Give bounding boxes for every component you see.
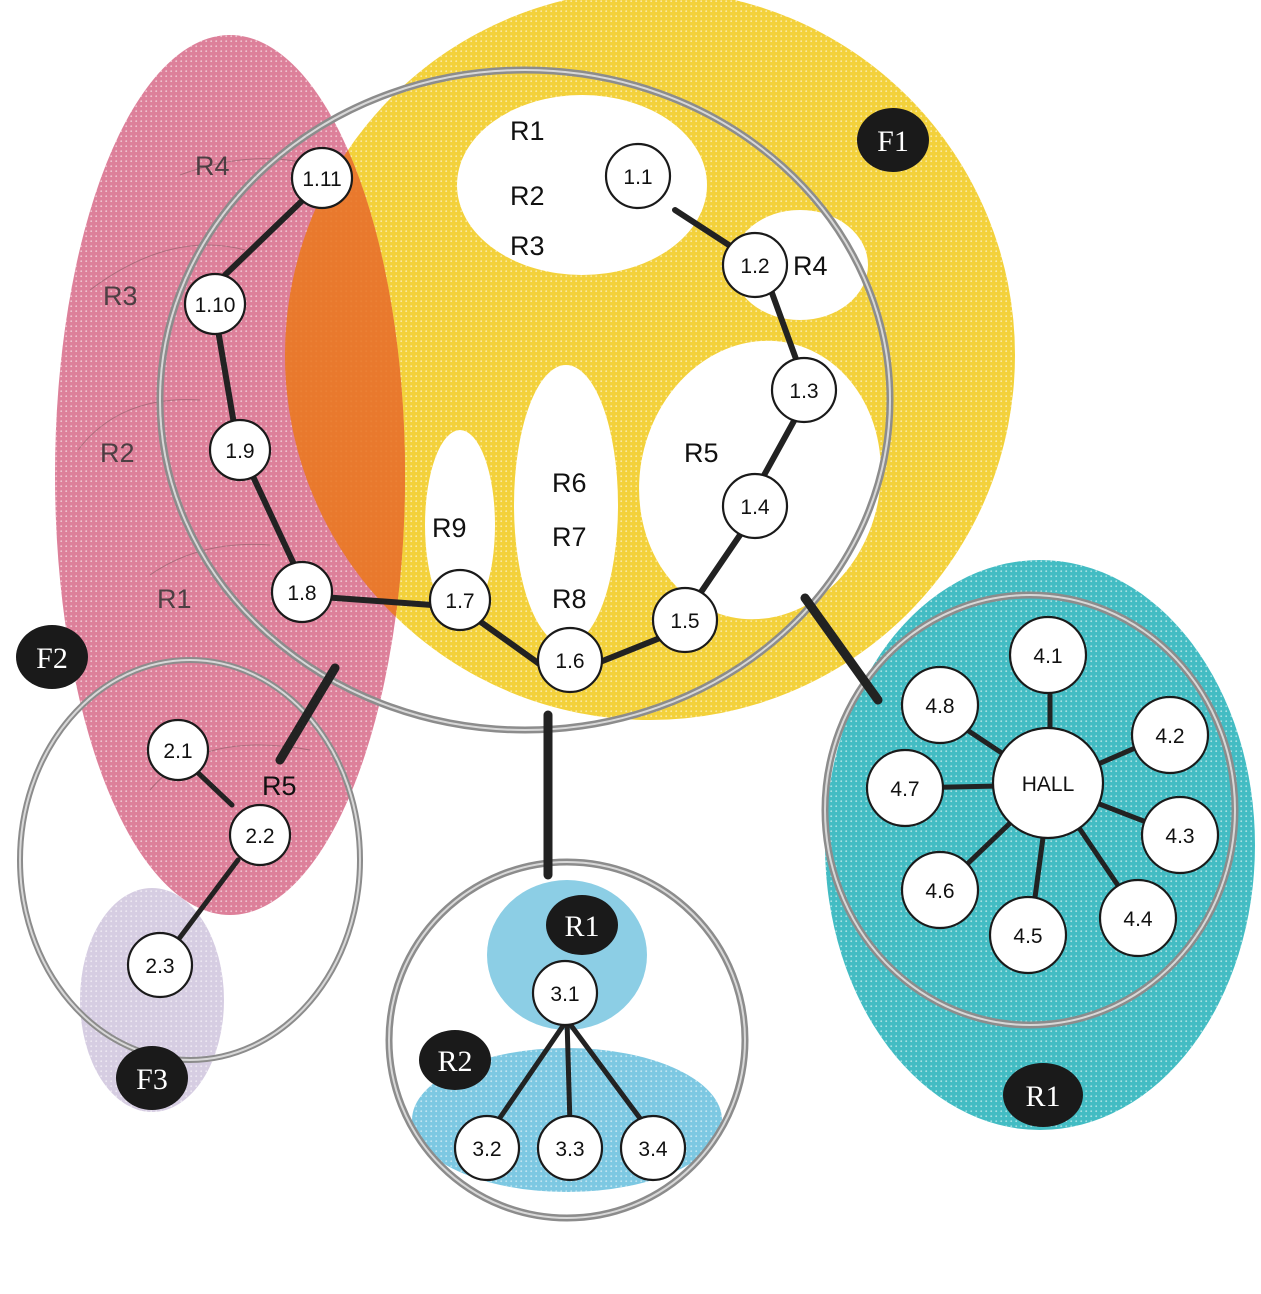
node-1-2: 1.2 [721,231,789,299]
badge-f1: F1 [857,108,929,172]
svg-text:4.6: 4.6 [925,880,954,903]
badge-f2: F2 [16,625,88,689]
node-3-2: 3.2 [453,1114,521,1182]
svg-text:1.11: 1.11 [302,168,341,191]
svg-text:4.5: 4.5 [1013,925,1042,948]
badge-r1-center: R1 [546,895,618,955]
zone-label-f1-r6: R6 [552,468,587,498]
hall-node: HALL [991,726,1105,840]
svg-text:2.2: 2.2 [245,825,274,848]
svg-text:4.2: 4.2 [1155,725,1184,748]
zone-label-f2-r1: R1 [157,584,192,614]
svg-text:R2: R2 [437,1045,472,1078]
svg-text:1.3: 1.3 [789,380,818,403]
svg-text:3.4: 3.4 [638,1138,668,1161]
node-1-7: 1.7 [428,568,492,632]
svg-text:3.2: 3.2 [472,1138,501,1161]
zone-r9-white [425,430,495,620]
zone-label-f1-r9: R9 [432,513,467,543]
node-1-6: 1.6 [536,626,604,694]
svg-text:2.3: 2.3 [145,955,174,978]
svg-text:4.8: 4.8 [925,695,954,718]
node-3-4: 3.4 [619,1114,687,1182]
node-1-4: 1.4 [721,472,789,540]
zone-label-f1-r4: R4 [793,251,828,281]
svg-text:R1: R1 [564,910,599,943]
svg-text:1.1: 1.1 [623,166,652,189]
zone-label-f1-r8: R8 [552,584,587,614]
node-1-3: 1.3 [770,356,838,424]
zone-label-f1-r1: R1 [510,116,545,146]
node-3-1: 3.1 [531,959,599,1027]
node-4-4: 4.4 [1098,878,1178,958]
badge-r1-right: R1 [1003,1063,1083,1127]
rings [17,66,1239,1222]
svg-text:HALL: HALL [1022,773,1075,796]
badge-f3: F3 [116,1046,188,1110]
zone-label-f2-r4: R4 [195,151,230,181]
node-4-2: 4.2 [1130,695,1210,775]
svg-text:R1: R1 [1025,1080,1060,1113]
zone-label-f2-r2: R2 [100,438,135,468]
node-2-1: 2.1 [146,718,210,782]
badge-r2-center: R2 [419,1030,491,1090]
badges: F1 F2 F3 R1 R2 R1 [16,108,1083,1127]
node-3-3: 3.3 [536,1114,604,1182]
f3-nodes: 2.1 2.2 2.3 [126,718,292,999]
svg-text:4.4: 4.4 [1123,908,1153,931]
svg-text:3.3: 3.3 [555,1138,584,1161]
svg-text:1.6: 1.6 [555,650,584,673]
node-4-5: 4.5 [988,895,1068,975]
svg-text:1.7: 1.7 [445,590,474,613]
svg-text:F2: F2 [36,642,68,675]
node-1-1: 1.1 [604,142,672,210]
svg-text:1.2: 1.2 [740,255,769,278]
svg-text:2.1: 2.1 [163,740,192,763]
zone-label-f1-r7: R7 [552,522,587,552]
node-1-5: 1.5 [651,586,719,654]
zone-label-f2-r3: R3 [103,281,138,311]
svg-text:3.1: 3.1 [550,983,579,1006]
node-4-6: 4.6 [900,850,980,930]
node-1-9: 1.9 [208,418,272,482]
node-4-3: 4.3 [1140,795,1220,875]
svg-text:F3: F3 [136,1063,168,1096]
svg-text:1.9: 1.9 [225,440,254,463]
svg-text:1.8: 1.8 [287,582,316,605]
zone-r1-r3-white [457,95,707,275]
node-4-1: 4.1 [1008,615,1088,695]
node-1-10: 1.10 [183,272,247,336]
svg-text:4.3: 4.3 [1165,825,1194,848]
r-center-nodes: 3.1 3.2 3.3 3.4 [453,959,687,1182]
hall-nodes: HALL 4.1 4.2 4.3 4.4 4.5 4.6 4.7 4.8 [865,615,1220,975]
zone-label-f1-r5: R5 [684,438,719,468]
node-2-2: 2.2 [228,803,292,867]
node-4-7: 4.7 [865,748,945,828]
svg-text:4.1: 4.1 [1033,645,1062,668]
svg-text:F1: F1 [877,125,909,158]
svg-text:1.10: 1.10 [195,294,236,317]
svg-text:4.7: 4.7 [890,778,919,801]
zone-label-f1-r3: R3 [510,231,545,261]
zone-label-f1-r2: R2 [510,181,545,211]
zone-r6-r8-white [514,365,618,645]
svg-text:1.5: 1.5 [670,610,699,633]
node-4-8: 4.8 [900,665,980,745]
zone-labels: R1 R2 R3 R4 R5 R6 R7 R8 R9 R4 R3 R2 R1 R… [100,116,828,801]
node-1-8: 1.8 [270,560,334,624]
zone-label-f2-r5: R5 [262,771,297,801]
f1-nodes: 1.1 1.2 1.3 1.4 1.5 1.6 1.7 1.8 1.9 1.10… [183,142,838,694]
svg-text:1.4: 1.4 [740,496,770,519]
node-1-11: 1.11 [290,146,354,210]
node-2-3: 2.3 [126,931,194,999]
